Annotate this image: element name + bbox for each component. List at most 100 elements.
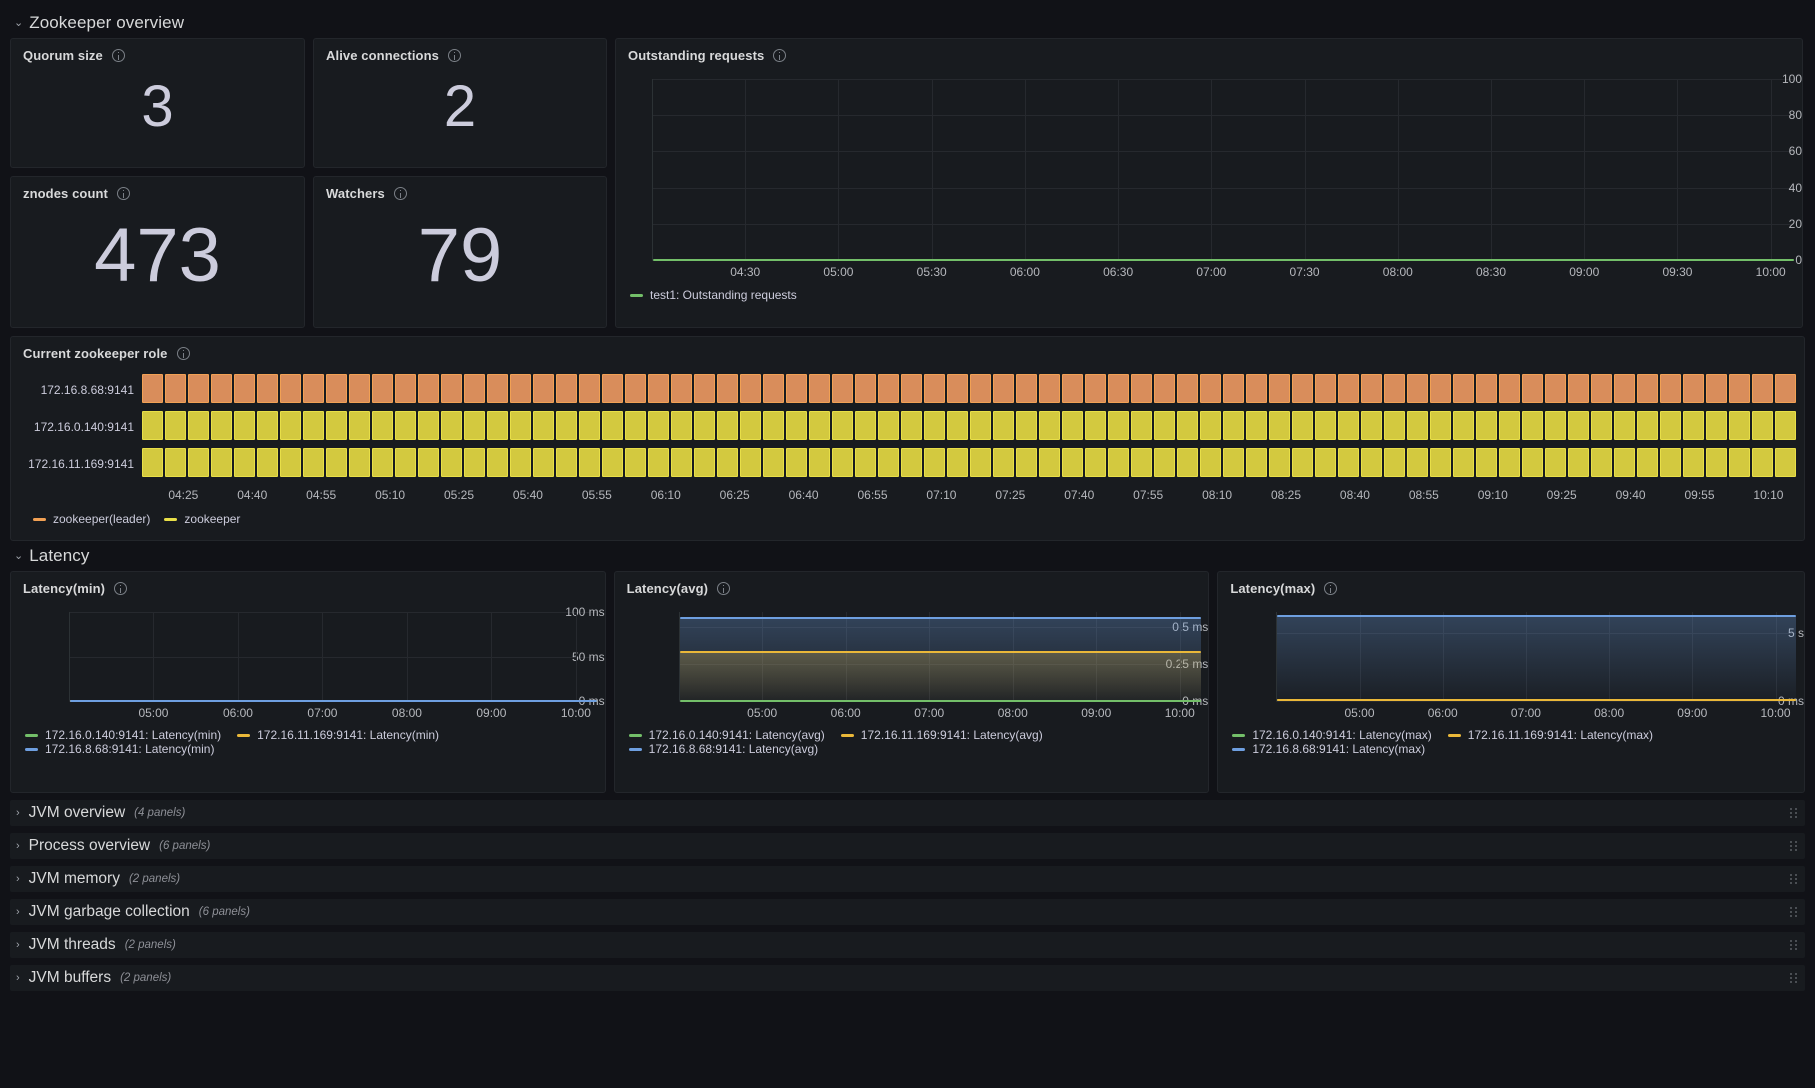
timeline-cell: [970, 374, 991, 403]
row-header-latency[interactable]: ⌄ Latency: [10, 541, 1805, 571]
legend-item[interactable]: 172.16.11.169:9141: Latency(min): [237, 728, 439, 742]
x-axis-tick-label: 04:55: [306, 488, 337, 502]
gridline-horizontal: [678, 663, 1201, 665]
drag-handle-icon[interactable]: [1790, 841, 1797, 851]
legend-item[interactable]: 172.16.8.68:9141: Latency(avg): [628, 742, 818, 756]
timeline-cell: [1154, 411, 1175, 440]
legend-item-label: 172.16.0.140:9141: Latency(max): [1252, 728, 1432, 742]
timeline-cell: [1729, 448, 1750, 477]
collapsed-row-title: JVM threads: [28, 936, 116, 953]
timeline-row-band[interactable]: [142, 411, 1796, 440]
legend-item[interactable]: test1: Outstanding requests: [630, 288, 797, 302]
timeline-cell: [510, 374, 531, 403]
drag-handle-icon[interactable]: [1790, 940, 1797, 950]
panel-header: znodes count: [11, 177, 304, 201]
info-icon[interactable]: [116, 187, 130, 200]
timeline-row-band[interactable]: [142, 374, 1796, 403]
timeline-cell: [1499, 448, 1520, 477]
timeline-row-band[interactable]: [142, 448, 1796, 477]
collapsed-row-5[interactable]: ›JVM threads(2 panels): [10, 932, 1805, 958]
drag-handle-icon[interactable]: [1790, 907, 1797, 917]
timeline-cell: [694, 374, 715, 403]
legend-item[interactable]: 172.16.11.169:9141: Latency(avg): [840, 728, 1043, 742]
info-icon[interactable]: [176, 347, 190, 360]
info-icon[interactable]: [111, 49, 125, 62]
timeline-cell: [487, 374, 508, 403]
timeline-cell: [395, 411, 416, 440]
timeline-cell: [855, 374, 876, 403]
legend-item[interactable]: 172.16.11.169:9141: Latency(max): [1447, 728, 1653, 742]
row-header-zookeeper-overview[interactable]: ⌄ Zookeeper overview: [10, 8, 1805, 38]
legend-item[interactable]: 172.16.0.140:9141: Latency(min): [25, 728, 221, 742]
x-axis-tick-label: 05:40: [512, 488, 543, 502]
timeline-cell: [809, 411, 830, 440]
x-axis-tick-label: 05:55: [581, 488, 612, 502]
panel-latency-max[interactable]: Latency(max) 0 ms5 s05:0006:0007:0008:00…: [1217, 571, 1805, 793]
info-icon[interactable]: [393, 187, 407, 200]
timeline-cell: [625, 411, 646, 440]
legend-item[interactable]: zookeeper: [164, 512, 240, 526]
stat-value: 473: [94, 213, 221, 298]
row-title: Latency: [29, 546, 90, 565]
timeline-cell: [1315, 411, 1336, 440]
chart-plot-area[interactable]: 0 ms0.25 ms0.5 ms05:0006:0007:0008:0009:…: [615, 600, 1208, 723]
drag-handle-icon[interactable]: [1790, 973, 1797, 983]
timeline-cell: [832, 448, 853, 477]
x-axis-tick-label: 08:25: [1271, 488, 1302, 502]
timeline-cell: [1315, 448, 1336, 477]
info-icon[interactable]: [1324, 582, 1338, 595]
x-axis-tick-label: 07:00: [1510, 706, 1541, 720]
timeline-cell: [1384, 411, 1405, 440]
zookeeper-overview-grid: Quorum size 3 Alive connections 2 zn: [10, 38, 1805, 328]
panel-quorum-size[interactable]: Quorum size 3: [10, 38, 305, 168]
timeline-cell: [257, 374, 278, 403]
collapsed-row-2[interactable]: ›Process overview(6 panels): [10, 833, 1805, 859]
y-axis-tick-label: 0: [1795, 253, 1802, 267]
info-icon[interactable]: [717, 582, 731, 595]
collapsed-row-6[interactable]: ›JVM buffers(2 panels): [10, 965, 1805, 991]
legend-item[interactable]: 172.16.0.140:9141: Latency(max): [1232, 728, 1432, 742]
x-axis-tick-label: 09:55: [1684, 488, 1715, 502]
timeline-cell: [1062, 411, 1083, 440]
panel-title-text: Latency(max): [1230, 581, 1316, 596]
legend-item[interactable]: 172.16.8.68:9141: Latency(max): [1232, 742, 1425, 756]
timeline-cell: [1660, 448, 1681, 477]
timeline-cell: [1384, 374, 1405, 403]
stat-row-bottom: znodes count 473 Watchers 79: [10, 176, 607, 328]
y-axis-tick-label: 0.5 ms: [1150, 620, 1208, 634]
x-axis-tick-label: 09:10: [1477, 488, 1508, 502]
drag-handle-icon[interactable]: [1790, 808, 1797, 818]
x-axis-tick-label: 09:00: [1569, 265, 1600, 279]
gridline-horizontal: [652, 79, 1794, 80]
stat-value: 2: [443, 74, 477, 139]
collapsed-row-4[interactable]: ›JVM garbage collection(6 panels): [10, 899, 1805, 925]
drag-handle-icon[interactable]: [1790, 874, 1797, 884]
timeline-cell: [211, 448, 232, 477]
timeline-cell: [326, 448, 347, 477]
collapsed-row-1[interactable]: ›JVM overview(4 panels): [10, 800, 1805, 826]
info-icon[interactable]: [773, 49, 787, 62]
gridline-horizontal: [652, 115, 1794, 117]
legend-item[interactable]: zookeeper(leader): [33, 512, 150, 526]
panel-alive-connections[interactable]: Alive connections 2: [313, 38, 607, 168]
legend-item[interactable]: 172.16.8.68:9141: Latency(min): [25, 742, 214, 756]
series-line: [653, 259, 1794, 261]
panel-znodes-count[interactable]: znodes count 473: [10, 176, 305, 328]
timeline-cell: [1660, 374, 1681, 403]
panel-latency-avg[interactable]: Latency(avg) 0 ms0.25 ms0.5 ms05:0006:00…: [613, 571, 1210, 793]
collapsed-row-3[interactable]: ›JVM memory(2 panels): [10, 866, 1805, 892]
info-icon[interactable]: [447, 49, 461, 62]
legend-item[interactable]: 172.16.0.140:9141: Latency(avg): [628, 728, 825, 742]
timeline-cell: [464, 448, 485, 477]
panel-watchers[interactable]: Watchers 79: [313, 176, 607, 328]
info-icon[interactable]: [114, 582, 128, 595]
chart-legend: 172.16.0.140:9141: Latency(min) 172.16.11…: [11, 723, 571, 756]
